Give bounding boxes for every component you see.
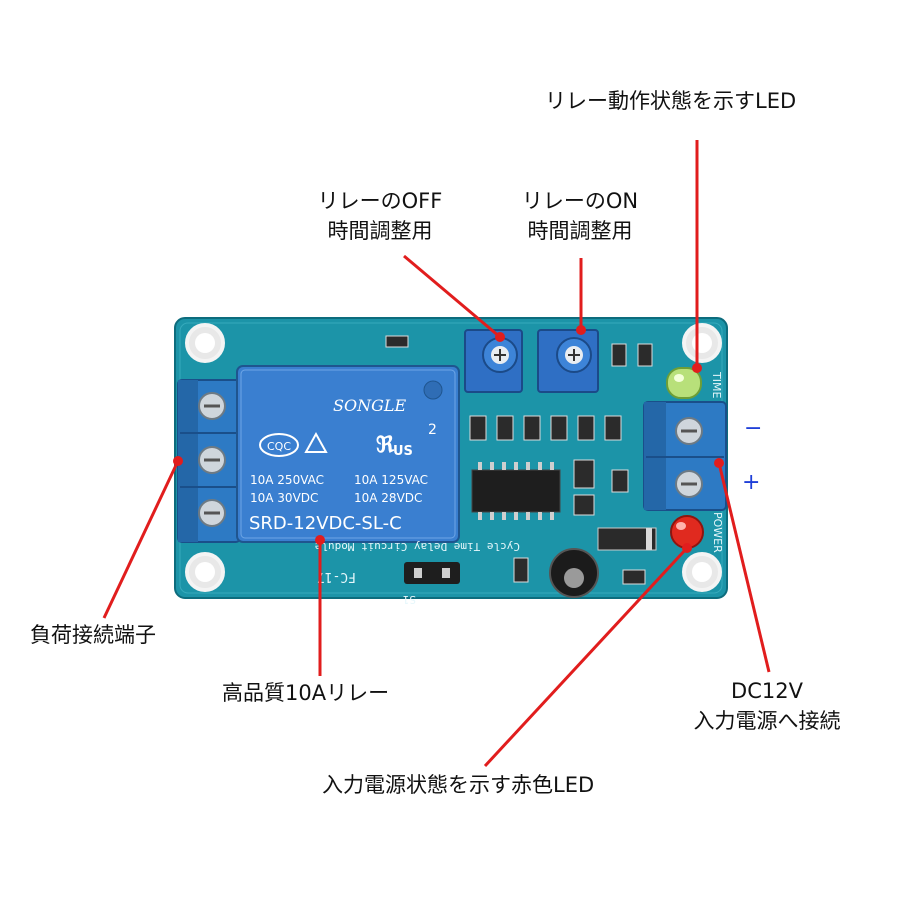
on-time-potentiometer (537, 329, 599, 393)
silk-module-text: Cycle Time Delay Circuit Module (315, 540, 520, 553)
label-relay: 高品質10Aリレー (222, 681, 390, 705)
silk-model-text: FC-17 (317, 569, 356, 584)
label-on-time-line1: リレーのON (521, 189, 639, 213)
relay-brand: SONGLE (333, 396, 406, 415)
warning-triangle-icon (304, 431, 328, 453)
label-on-time: リレーのON 時間調整用 (500, 186, 660, 246)
label-power-led: 入力電源状態を示す赤色LED (322, 773, 595, 797)
polarity-plus: + (742, 470, 761, 495)
cqc-mark-icon (259, 433, 299, 457)
capacitor (549, 548, 599, 598)
smd-components (385, 335, 653, 585)
load-terminal-block (177, 379, 241, 543)
callout-power-led (483, 546, 689, 768)
jumper (404, 562, 460, 584)
label-off-time-line1: リレーのOFF (317, 189, 443, 213)
relay-rating-2-left: 10A 30VDC (250, 491, 318, 505)
callout-dc-input (717, 462, 771, 673)
label-dc-line1: DC12V (731, 679, 803, 703)
relay: SONGLE CQC US ℜ 2 10A 250VAC 10A 125VAC … (122, 365, 460, 543)
label-off-time-line2: 時間調整用 (327, 219, 433, 243)
relay-model: SRD-12VDC-SL-C (249, 513, 402, 534)
diode (597, 527, 657, 551)
silk-jumper-text: S1 (403, 593, 416, 606)
ic-chip (471, 462, 561, 520)
relay-rating-1-left: 10A 250VAC (250, 473, 324, 487)
dc-input-terminal-block (643, 401, 727, 511)
callout-load-terminal (102, 460, 180, 619)
silk-time-text: TIME (710, 371, 723, 398)
label-on-time-line2: 時間調整用 (527, 219, 633, 243)
off-time-potentiometer (464, 329, 523, 393)
callout-lines (102, 140, 771, 768)
callout-off-time (403, 254, 501, 339)
label-load-terminal: 負荷接続端子 (30, 623, 156, 647)
svg-text:ℜ: ℜ (376, 432, 395, 458)
label-relay-status-led: リレー動作状態を示すLED (545, 89, 797, 113)
callout-dots (173, 325, 724, 553)
relay-pin-number: 2 (428, 422, 437, 438)
songle-logo (122, 390, 166, 413)
label-off-time: リレーのOFF 時間調整用 (300, 186, 460, 246)
label-dc-input: DC12V 入力電源へ接続 (662, 676, 872, 736)
cqc-text: CQC (267, 440, 291, 453)
relay-rating-2-right: 10A 28VDC (354, 491, 422, 505)
relay-status-led (666, 367, 702, 399)
relay-rating-1-right: 10A 125VAC (354, 473, 428, 487)
polarity-minus: − (744, 416, 763, 441)
ul-mark: US (393, 444, 413, 459)
label-dc-line2: 入力電源へ接続 (693, 709, 841, 733)
silk-power-text: POWER (711, 512, 724, 553)
